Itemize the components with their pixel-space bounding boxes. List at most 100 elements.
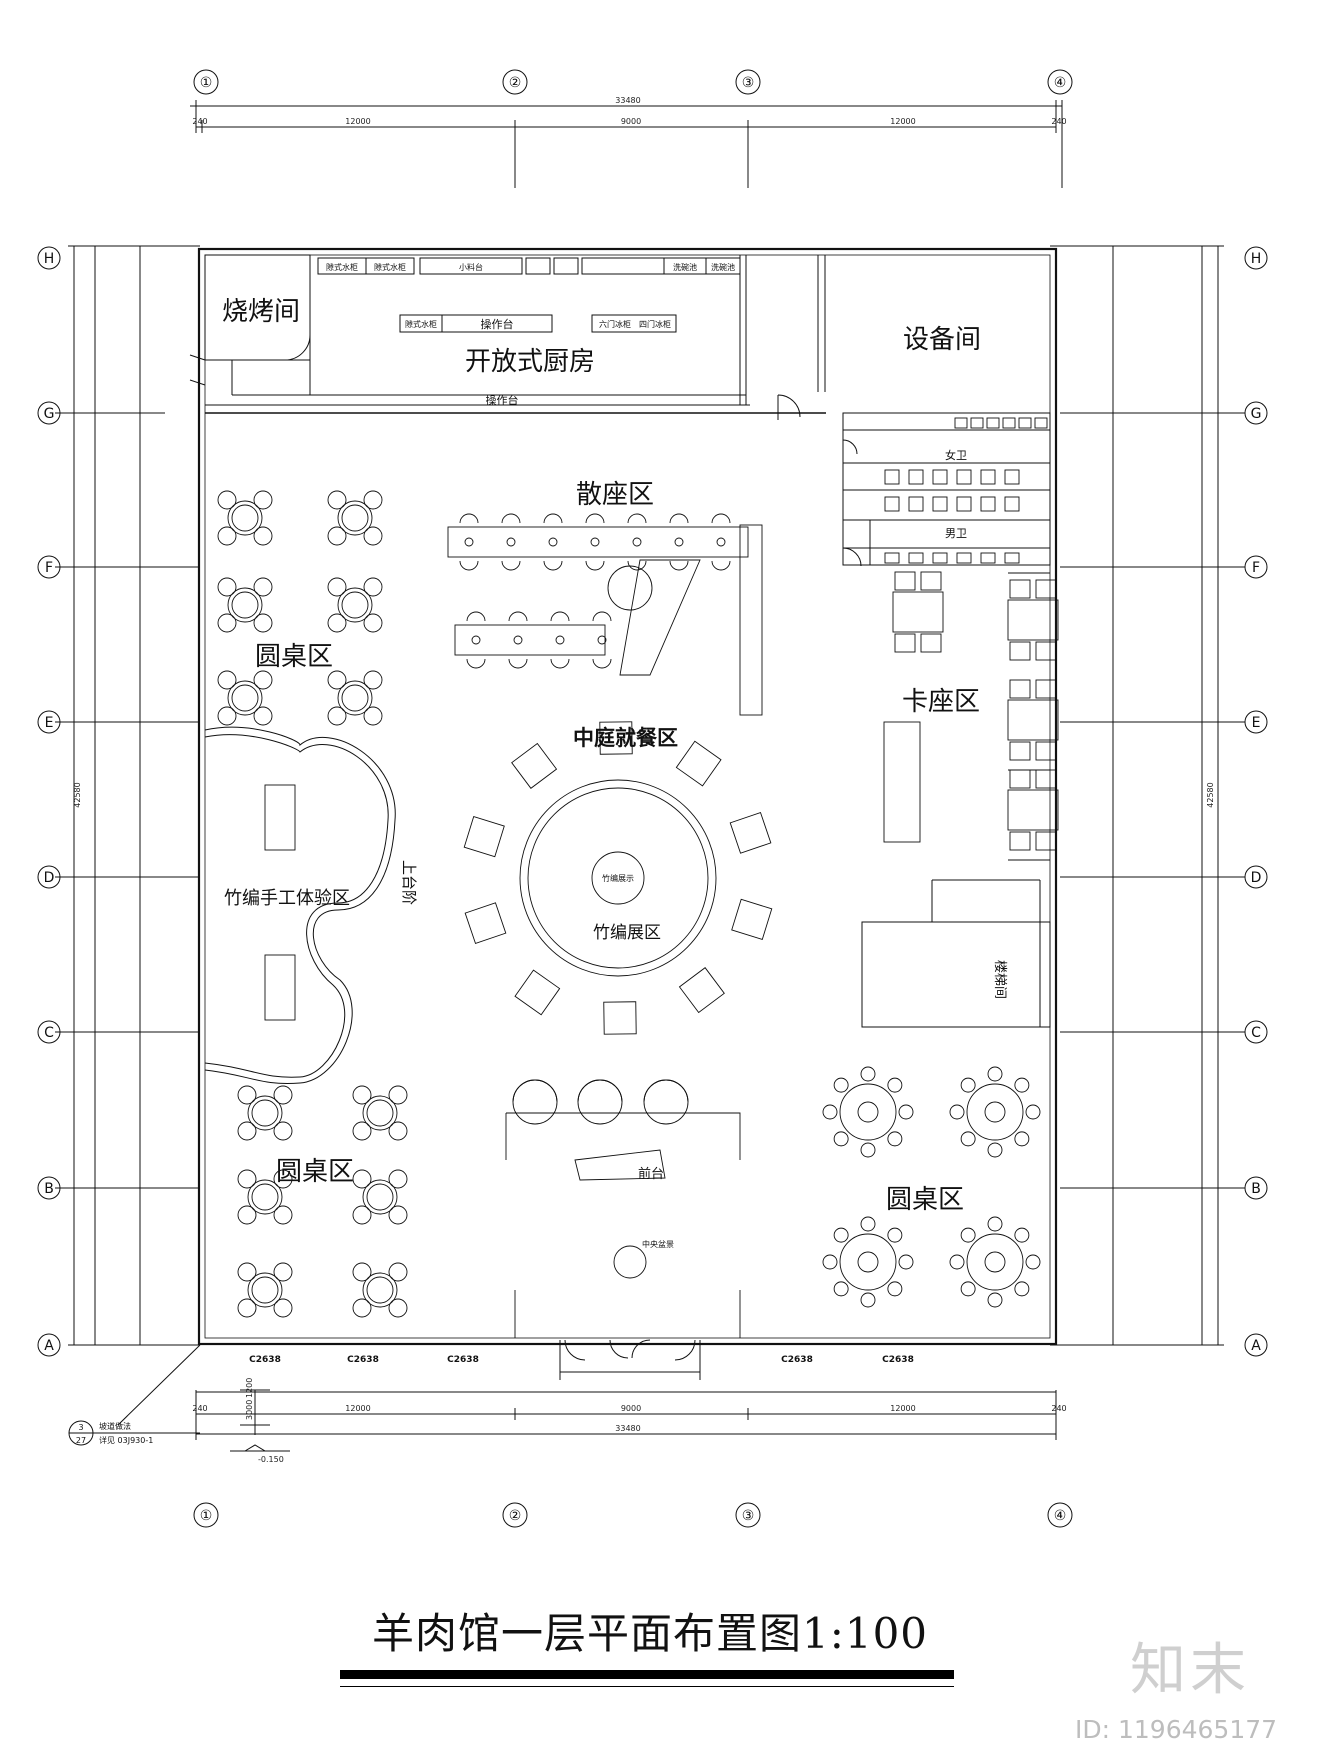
chair: [363, 613, 383, 633]
round-table-4: [337, 587, 373, 623]
chair: [1025, 1104, 1041, 1120]
chair: [960, 1227, 976, 1243]
chair: [327, 526, 347, 546]
chair: [592, 658, 612, 669]
chair: [363, 526, 383, 546]
chair: [388, 1262, 408, 1282]
courtyard-table: [729, 811, 772, 854]
courtyard-table: [599, 721, 633, 755]
seat: [920, 633, 942, 653]
workshop-table: [264, 954, 296, 1021]
chair: [960, 1077, 976, 1093]
chair: [887, 1077, 903, 1093]
chair: [217, 613, 237, 633]
chair: [253, 526, 273, 546]
toilet: [1002, 417, 1016, 429]
seat: [894, 633, 916, 653]
chair: [352, 1262, 372, 1282]
chair: [253, 706, 273, 726]
chair: [388, 1298, 408, 1318]
toilet: [908, 469, 924, 485]
toilet: [932, 469, 948, 485]
seat: [1035, 741, 1057, 761]
seat: [1035, 579, 1057, 599]
courtyard-table: [678, 967, 725, 1014]
round-table-4: [227, 587, 263, 623]
exhibit-ring-outer: [519, 779, 717, 977]
chair: [833, 1131, 849, 1147]
chair: [508, 658, 528, 669]
courtyard-table: [463, 816, 505, 858]
chair: [1014, 1281, 1030, 1297]
chair: [833, 1227, 849, 1243]
chair: [543, 513, 563, 524]
round-table-4: [362, 1272, 398, 1308]
chair: [887, 1131, 903, 1147]
reception-desk: [574, 1149, 666, 1181]
chair: [459, 560, 479, 571]
chair: [273, 1085, 293, 1105]
toilet: [956, 469, 972, 485]
chair: [627, 560, 647, 571]
chair: [585, 560, 605, 571]
drawing-title: 羊肉馆一层平面布置图1:100: [371, 1609, 929, 1658]
toilet: [956, 496, 972, 512]
chair: [987, 1066, 1003, 1082]
chair: [237, 1298, 257, 1318]
courtyard-table: [464, 902, 507, 945]
exhibit-center: [591, 851, 645, 905]
chair: [273, 1121, 293, 1141]
seat: [1009, 741, 1031, 761]
seat: [1009, 679, 1031, 699]
toilet: [932, 496, 948, 512]
courtyard-table: [511, 742, 558, 789]
urinal: [1004, 552, 1020, 564]
round-table-4: [362, 1179, 398, 1215]
toilet: [1034, 417, 1048, 429]
chair: [669, 560, 689, 571]
chair: [949, 1104, 965, 1120]
chair: [1025, 1254, 1041, 1270]
chair: [273, 1169, 293, 1189]
chair: [501, 560, 521, 571]
chair: [363, 706, 383, 726]
chair: [253, 577, 273, 597]
seat: [1035, 831, 1057, 851]
toilet: [980, 496, 996, 512]
chair: [363, 490, 383, 510]
chair: [860, 1292, 876, 1308]
chair: [327, 490, 347, 510]
chair: [327, 706, 347, 726]
planter-strip: [739, 524, 763, 716]
chair: [217, 490, 237, 510]
toilet: [1004, 496, 1020, 512]
chair: [327, 670, 347, 690]
urinal: [956, 552, 972, 564]
toilet: [970, 417, 984, 429]
chair: [669, 513, 689, 524]
chair: [217, 706, 237, 726]
exhibit-ring-inner: [527, 787, 709, 969]
chair: [237, 1121, 257, 1141]
chair: [237, 1205, 257, 1225]
chair: [327, 577, 347, 597]
chair: [898, 1104, 914, 1120]
counter-rail: [505, 1112, 741, 1160]
chair: [217, 670, 237, 690]
seat: [1035, 679, 1057, 699]
chair: [887, 1281, 903, 1297]
chair: [550, 611, 570, 622]
chair: [501, 513, 521, 524]
chair: [833, 1281, 849, 1297]
workshop-table: [264, 784, 296, 851]
chair: [459, 513, 479, 524]
chair: [949, 1254, 965, 1270]
round-table-4: [337, 500, 373, 536]
chair: [273, 1298, 293, 1318]
chair: [987, 1216, 1003, 1232]
chair: [352, 1085, 372, 1105]
chair: [273, 1262, 293, 1282]
chair: [217, 577, 237, 597]
diagonal-bar: [619, 559, 701, 676]
